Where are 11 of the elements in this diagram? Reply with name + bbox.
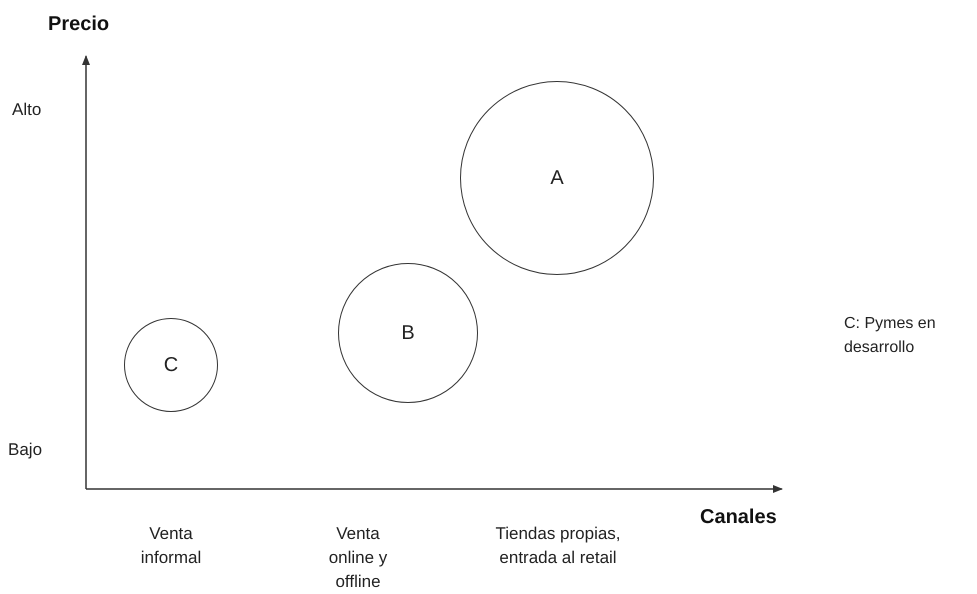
axis-tick-label: Bajo xyxy=(8,439,44,461)
category-label: Tiendas propias, entrada al retail xyxy=(494,523,622,569)
bubble-circle: B xyxy=(338,263,478,403)
axis-tick-label: Alto xyxy=(12,99,42,121)
axis-title: Precio xyxy=(48,12,110,36)
legend-text: C: Pymes en desarrollo xyxy=(844,314,937,358)
bubble-circle: C xyxy=(124,318,218,412)
bubble-circle: A xyxy=(460,81,654,275)
axis-title: Canales xyxy=(700,505,778,529)
category-label: Venta online y offline xyxy=(328,523,388,593)
category-label: Venta informal xyxy=(140,523,202,569)
